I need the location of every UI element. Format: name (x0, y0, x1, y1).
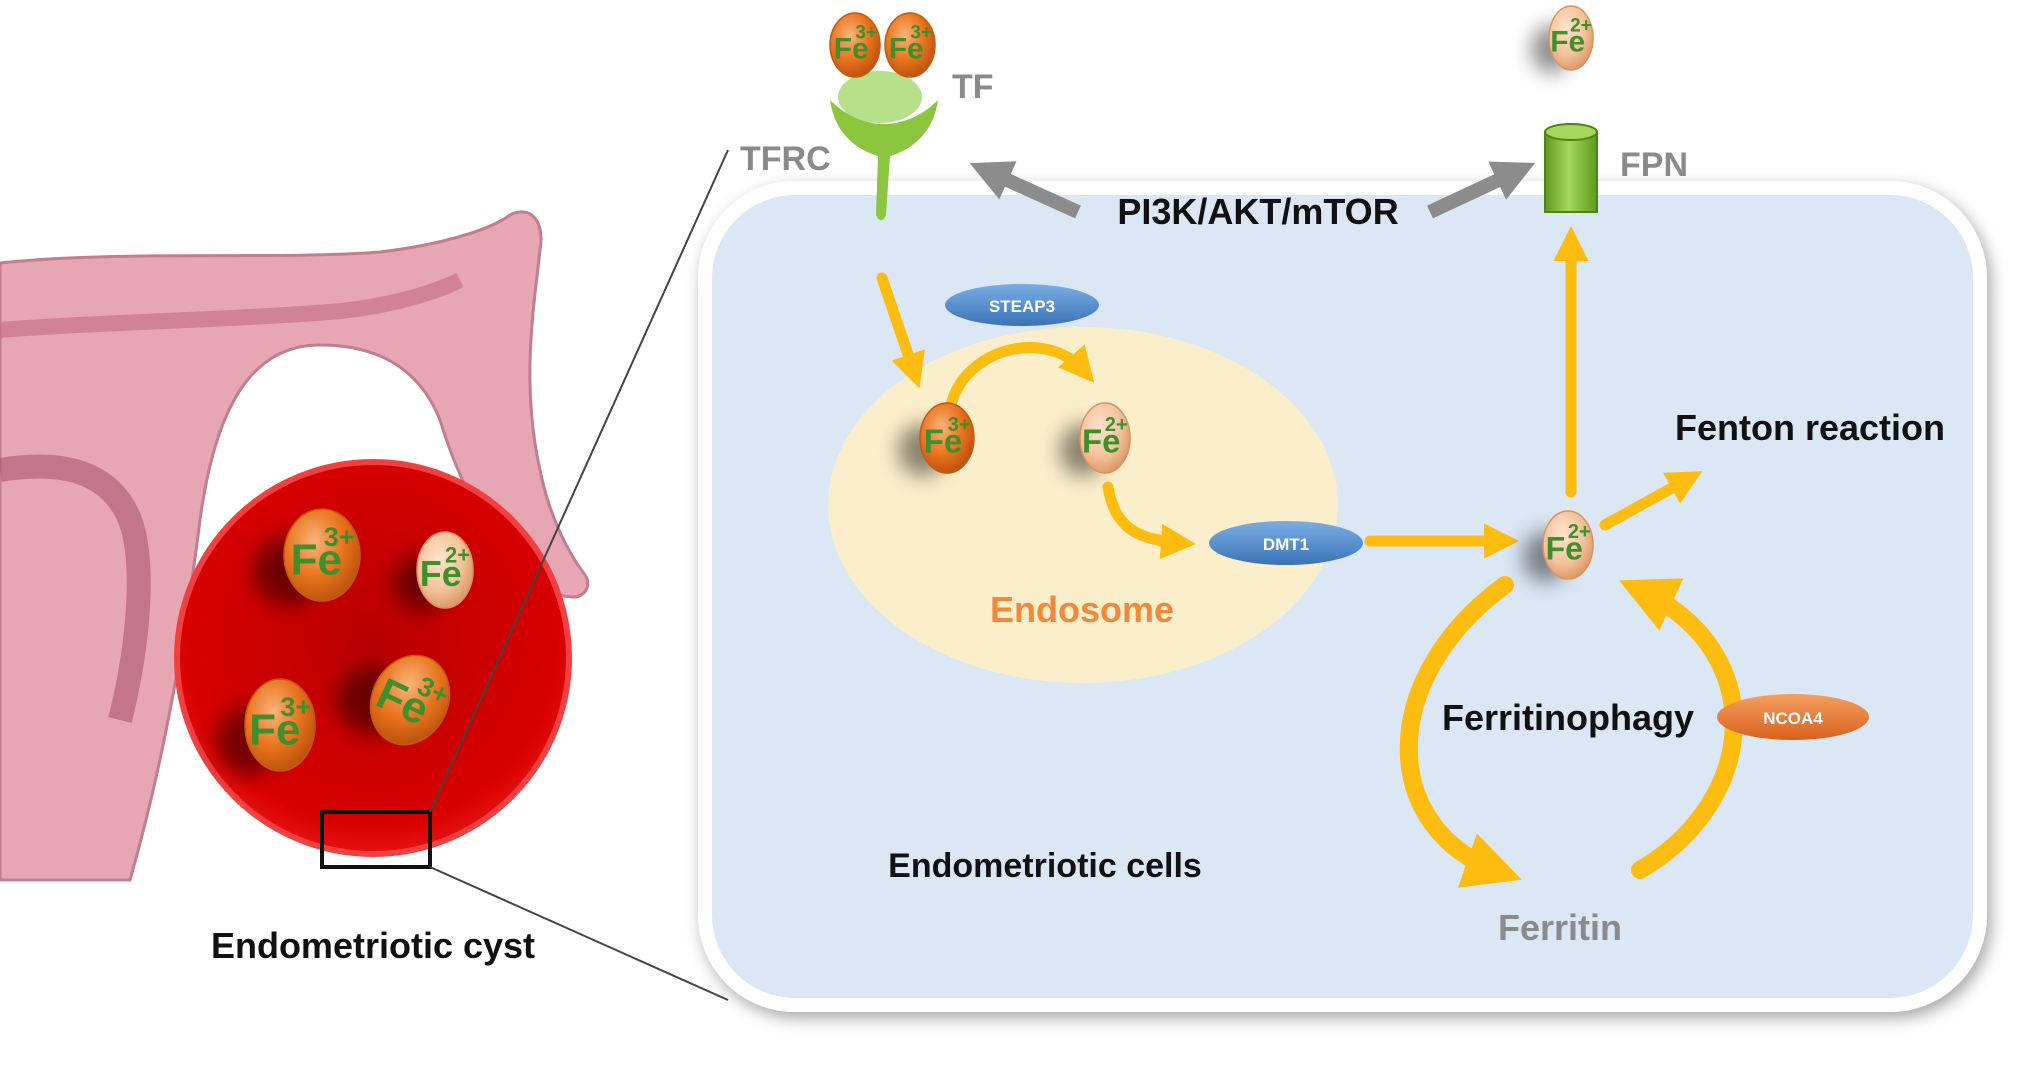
extracellular-ferrous-ion: Fe2+ (1531, 5, 1594, 74)
endosome-ferrous-ion: Fe2+ (1060, 402, 1131, 477)
cyst-label: Endometriotic cyst (211, 925, 535, 966)
cyst-ferric-ion-3: Fe3+ (337, 654, 453, 746)
cyst-ferrous-ion-symbol: Fe (420, 553, 462, 594)
fallopian-tube-shade (0, 272, 464, 338)
tf-protein (838, 71, 922, 123)
labile-ferrous-ion: Fe2+ (1523, 510, 1594, 583)
endosome-ferrous-ion-symbol: Fe (1082, 423, 1121, 460)
tf-ferric-ion-1: Fe3+ (829, 12, 881, 78)
ferritin-label: Ferritin (1498, 907, 1622, 948)
cyst-ferric-ion-2-charge: 3+ (280, 692, 311, 722)
endosome-ferric-ion-symbol: Fe (924, 423, 963, 460)
extracellular-ferrous-ion-symbol: Fe (1550, 25, 1585, 58)
cyst-ferrous-ion: Fe2+ (394, 531, 474, 612)
endosome-ferrous-ion-charge: 2+ (1105, 414, 1128, 436)
tf-ferric-ion-2: Fe3+ (884, 12, 936, 78)
cells-label: Endometriotic cells (888, 847, 1202, 885)
cyst-ferric-ion-2: Fe3+ (217, 678, 316, 776)
extracellular-ferrous-ion-sphere (1548, 5, 1594, 71)
tfrc-label: TFRC (740, 140, 831, 178)
pathway-to-fpn-arrow (1427, 161, 1536, 219)
uterus-illustration (0, 210, 590, 882)
tf-label: TF (952, 68, 994, 106)
tf-ferric-ion-1-charge: 3+ (855, 23, 877, 44)
dmt1-label: DMT1 (1263, 535, 1309, 554)
tf-ferric-ion-1-sphere (829, 12, 881, 78)
tf-ferric-ion-2-sphere (884, 12, 936, 78)
cyst-ferric-ion-1-sphere (283, 508, 361, 602)
fpn-cylinder-top (1544, 123, 1598, 141)
pathway-to-tfrc-arrow (969, 161, 1081, 219)
labile-ferrous-ion-charge: 2+ (1568, 521, 1591, 543)
tf-ferric-ion-2-charge: 3+ (910, 23, 932, 44)
cyst-ferric-ion-1-charge: 3+ (324, 522, 355, 552)
endosome-ferric-ion-charge: 3+ (948, 414, 971, 436)
cyst-ferrous-ion-charge: 2+ (445, 542, 470, 567)
labile-ferrous-ion-symbol: Fe (1546, 530, 1583, 566)
tfrc-to-endosome-arrow (876, 272, 925, 389)
extracellular-ferrous-ion-charge: 2+ (1570, 16, 1592, 37)
endosome-ferric-ion: Fe3+ (898, 402, 975, 477)
uterus-shape (0, 210, 590, 882)
uterine-cavity-shade (0, 454, 151, 723)
endometriotic-cyst (174, 459, 572, 869)
fpn-cylinder (1544, 131, 1598, 213)
fenton-label: Fenton reaction (1675, 407, 1945, 448)
cyst-ferric-ion-3-sphere (369, 654, 451, 746)
cyst-ferric-ion-1: Fe3+ (253, 508, 361, 606)
iron-ions: Fe3+Fe3+Fe2+Fe3+Fe2+Fe2+Fe3+Fe2+Fe3+Fe3+ (217, 5, 1594, 776)
ncoa4-protein: NCOA4 (1717, 694, 1869, 740)
iron-storage-arrow (1399, 576, 1522, 888)
endosome-ferrous-ion-sphere (1079, 402, 1131, 474)
ferritinophagy-label: Ferritinophagy (1442, 697, 1694, 738)
tfrc-stem (830, 100, 938, 221)
pathway-label: PI3K/AKT/mTOR (1117, 191, 1398, 232)
steap3-label: STEAP3 (989, 297, 1055, 316)
cyst-body (174, 459, 572, 857)
cyst-ferric-ion-1-symbol: Fe (291, 535, 342, 584)
labile-ferrous-ion-sphere (1542, 510, 1594, 580)
cyst-zoom-box (320, 810, 432, 869)
cyst-ferrous-ion-sphere (416, 531, 474, 609)
cyst-ferric-ion-2-symbol: Fe (249, 705, 300, 754)
labile-iron-to-fenton-arrow (1599, 471, 1703, 531)
endosome-ferric-ion-sphere (919, 402, 975, 474)
steap3-reduction-arrow (944, 342, 1095, 416)
cyst-ferric-ion-2-sphere (244, 678, 316, 772)
endosome-to-dmt1-arrow (1102, 481, 1197, 560)
tfrc-receptor (830, 71, 938, 221)
steap3-protein: STEAP3 (945, 284, 1099, 326)
zoom-line-bottom (429, 866, 729, 1001)
endosome-label: Endosome (990, 589, 1174, 630)
tf-ferric-ion-2-symbol: Fe (889, 32, 924, 65)
fpn-channel (1544, 123, 1598, 213)
tf-ferric-ion-1-symbol: Fe (834, 32, 869, 65)
ncoa4-label: NCOA4 (1763, 709, 1823, 728)
dmt1-protein: DMT1 (1209, 521, 1363, 565)
zoom-line-top (429, 149, 729, 813)
fpn-label: FPN (1620, 146, 1688, 184)
